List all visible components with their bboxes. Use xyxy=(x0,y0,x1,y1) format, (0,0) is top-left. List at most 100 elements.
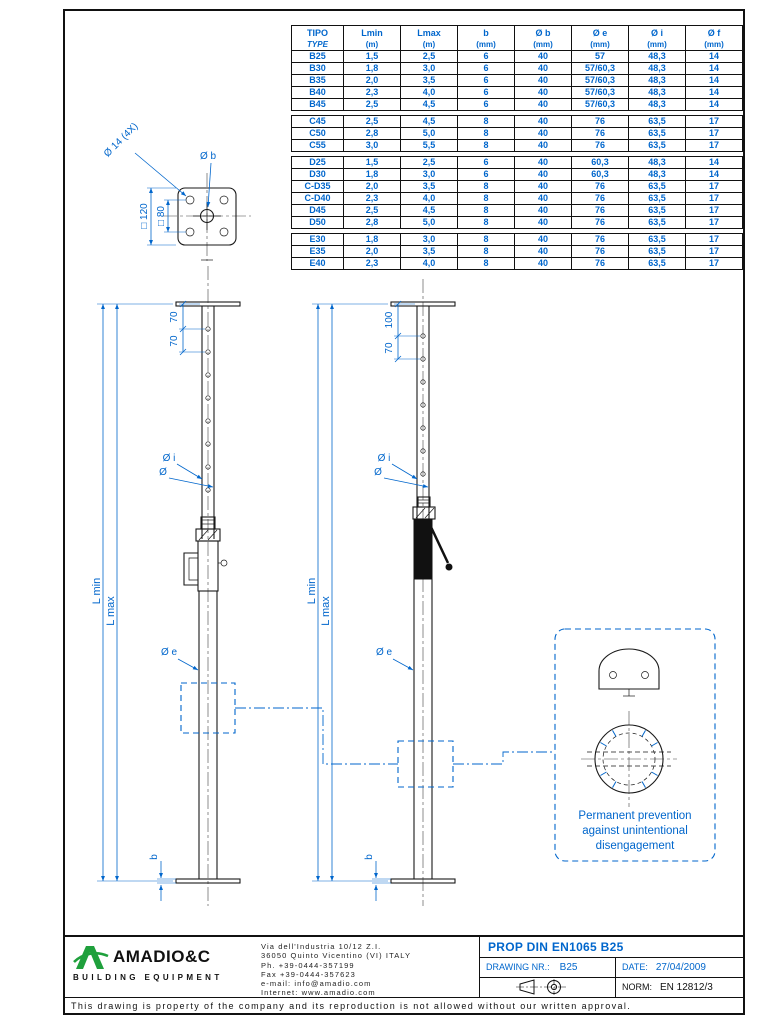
table-cell: 2,5 xyxy=(343,115,401,128)
table-cell: 17 xyxy=(685,180,743,193)
table-cell: 14 xyxy=(685,50,743,63)
table-cell: 40 xyxy=(514,168,572,181)
table-cell: 3,5 xyxy=(400,74,458,87)
projection-symbol-icon xyxy=(515,979,568,996)
table-cell: B25 xyxy=(291,50,344,63)
table-cell: 14 xyxy=(685,98,743,111)
table-cell: 8 xyxy=(457,233,515,246)
table-cell: 63,5 xyxy=(628,204,686,217)
table-cell: B40 xyxy=(291,86,344,99)
table-cell: 1,8 xyxy=(343,62,401,75)
table-cell: 63,5 xyxy=(628,245,686,258)
table-cell: 14 xyxy=(685,86,743,99)
dim-l-max: L max xyxy=(320,596,332,626)
dim-l-max: L max xyxy=(105,596,117,626)
table-cell: 63,5 xyxy=(628,139,686,152)
table-cell: 48,3 xyxy=(628,86,686,99)
table-cell: 76 xyxy=(571,216,629,229)
address-line: Ph. +39-0444-357199 xyxy=(261,960,355,970)
table-cell: 1,5 xyxy=(343,50,401,63)
table-cell: 40 xyxy=(514,139,572,152)
table-cell: 3,0 xyxy=(400,62,458,75)
dim-label-sq120: □ 120 xyxy=(139,203,150,229)
address-line: Via dell'Industria 10/12 Z.I. xyxy=(261,942,382,951)
date-label: DATE: xyxy=(622,962,648,973)
date-value: 27/04/2009 xyxy=(655,961,706,973)
table-group-gap xyxy=(291,228,743,234)
table-cell: 76 xyxy=(571,257,629,270)
table-cell: 40 xyxy=(514,62,572,75)
dim-dia-i: Ø i xyxy=(163,453,176,464)
detail-callout: Permanent prevention against unintention… xyxy=(554,628,716,862)
amadio-logo-icon xyxy=(73,946,109,969)
table-cell: 5,0 xyxy=(400,216,458,229)
table-cell: 1,8 xyxy=(343,233,401,246)
table-header-cell: Ø b(mm) xyxy=(514,25,572,51)
table-cell: 17 xyxy=(685,192,743,205)
table-cell: 40 xyxy=(514,74,572,87)
company-name: AMADIO&C xyxy=(113,947,211,966)
table-cell: C45 xyxy=(291,115,344,128)
table-cell: 57/60,3 xyxy=(571,98,629,111)
table-cell: 63,5 xyxy=(628,233,686,246)
table-cell: 48,3 xyxy=(628,168,686,181)
table-cell: 8 xyxy=(457,180,515,193)
table-cell: 14 xyxy=(685,156,743,169)
dim-70: 70 xyxy=(384,342,395,354)
table-group-gap xyxy=(291,151,743,157)
table-cell: 3,0 xyxy=(400,233,458,246)
table-cell: 57/60,3 xyxy=(571,62,629,75)
table-cell: 40 xyxy=(514,115,572,128)
dim-dia-i: Ø i xyxy=(378,453,391,464)
table-cell: 4,0 xyxy=(400,257,458,270)
company-address: Via dell'Industria 10/12 Z.I.36050 Quint… xyxy=(251,937,479,997)
table-cell: 63,5 xyxy=(628,192,686,205)
table-cell: 17 xyxy=(685,204,743,217)
table-cell: 40 xyxy=(514,156,572,169)
table-cell: 1,5 xyxy=(343,156,401,169)
table-header-cell: Ø f(mm) xyxy=(685,25,743,51)
table-cell: 2,5 xyxy=(400,50,458,63)
table-cell: 76 xyxy=(571,180,629,193)
address-line: Internet: www.amadio.com xyxy=(261,988,376,997)
table-cell: 1,8 xyxy=(343,168,401,181)
title-block-right: PROP DIN EN1065 B25 DRAWING NR.: B25 DAT… xyxy=(479,937,743,997)
table-cell: 63,5 xyxy=(628,115,686,128)
table-cell: 40 xyxy=(514,86,572,99)
table-cell: 2,5 xyxy=(343,204,401,217)
norm-value: EN 12812/3 xyxy=(660,981,713,993)
company-logo-cell: AMADIO&C BUILDING EQUIPMENT xyxy=(65,937,251,997)
table-cell: C55 xyxy=(291,139,344,152)
table-cell: 6 xyxy=(457,168,515,181)
dim-70-upper: 70 xyxy=(169,311,180,323)
dim-l-min: L min xyxy=(91,578,103,605)
table-group-gap xyxy=(291,110,743,116)
table-cell: 4,5 xyxy=(400,115,458,128)
table-cell: 17 xyxy=(685,127,743,140)
table-cell: E35 xyxy=(291,245,344,258)
table-cell: 8 xyxy=(457,127,515,140)
drawing-nr-label: DRAWING NR.: xyxy=(486,962,550,973)
prop-left-dimensions: 70 70 Ø i Ø L min L max Ø e b xyxy=(91,300,398,901)
table-cell: E30 xyxy=(291,233,344,246)
table-cell: 48,3 xyxy=(628,50,686,63)
table-cell: 76 xyxy=(571,192,629,205)
dim-dia-e: Ø e xyxy=(376,647,393,658)
table-cell: 57/60,3 xyxy=(571,86,629,99)
dim-dia: Ø xyxy=(374,467,382,478)
table-cell: 8 xyxy=(457,115,515,128)
table-cell: 2,0 xyxy=(343,180,401,193)
table-cell: 14 xyxy=(685,74,743,87)
table-cell: 6 xyxy=(457,50,515,63)
table-cell: 48,3 xyxy=(628,156,686,169)
dim-b: b xyxy=(149,854,160,860)
dim-label-dia-b: Ø b xyxy=(200,151,217,162)
table-cell: 40 xyxy=(514,245,572,258)
